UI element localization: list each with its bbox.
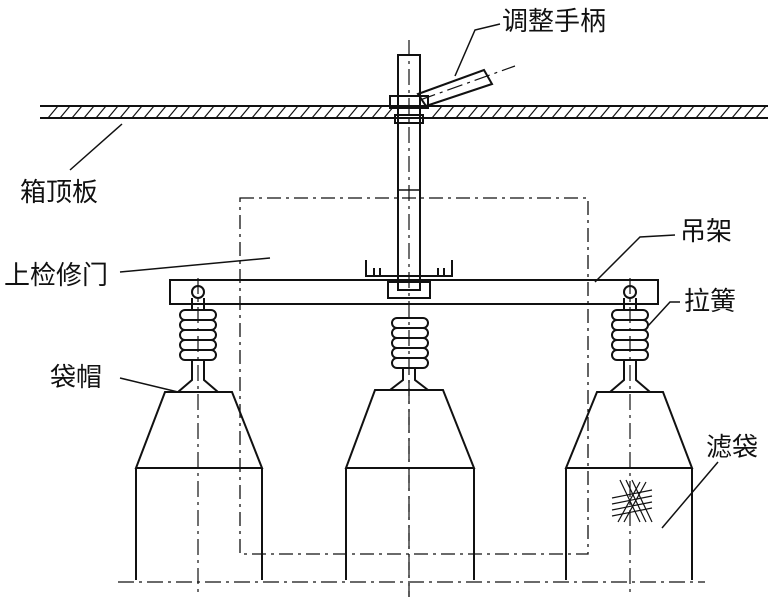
roof-hatch-line	[455, 105, 467, 119]
roof-hatch-line	[299, 105, 311, 119]
roof-hatch-line	[743, 105, 755, 119]
roof-hatch-line	[551, 105, 563, 119]
roof-hatch-line	[755, 105, 767, 119]
roof-hatch-line	[491, 105, 503, 119]
roof-hatch-line	[515, 105, 527, 119]
roof-hatch-line	[575, 105, 587, 119]
label-adjusting-handle: 调整手柄	[502, 7, 606, 37]
adjusting-handle	[416, 65, 516, 108]
roof-hatch-line	[683, 105, 695, 119]
spring-left	[179, 298, 217, 361]
roof-hatch-line	[467, 105, 479, 119]
inspection-door-outline	[239, 197, 589, 555]
roof-hatch-line	[359, 105, 371, 119]
roof-hatch-line	[59, 105, 71, 119]
roof-hatch-line	[143, 105, 155, 119]
roof-hatch-line	[275, 105, 287, 119]
roof-hatch-line	[263, 105, 275, 119]
roof-hatch-line	[695, 105, 707, 119]
label-hanger: 吊架	[680, 217, 732, 247]
roof-hatch-line	[239, 105, 251, 119]
roof-hatch-line	[539, 105, 551, 119]
roof-hatch-line	[215, 105, 227, 119]
roof-hatch-line	[671, 105, 683, 119]
roof-hatch-line	[587, 105, 599, 119]
roof-hatch-line	[563, 105, 575, 119]
roof-hatch-line	[659, 105, 671, 119]
roof-hatch-line	[503, 105, 515, 119]
roof-hatch-line	[611, 105, 623, 119]
roof-hatch-line	[731, 105, 743, 119]
roof-hatch-line	[707, 105, 719, 119]
roof-hatch-line	[635, 105, 647, 119]
roof-hatch-line	[95, 105, 107, 119]
spring-center	[391, 317, 429, 369]
roof-hatch-line	[203, 105, 215, 119]
roof-hatch-line	[719, 105, 731, 119]
roof-hatch-line	[227, 105, 239, 119]
roof-hatch-line	[479, 105, 491, 119]
roof-hatch-line	[131, 105, 143, 119]
roof-hatching	[47, 105, 767, 119]
leader-lines	[69, 23, 719, 529]
spring-right	[611, 298, 649, 361]
roof-hatch-line	[371, 105, 383, 119]
roof-hatch-line	[155, 105, 167, 119]
bag-assembly-center	[344, 317, 476, 597]
roof-hatch-line	[443, 105, 455, 119]
bag-assembly-left	[134, 278, 264, 597]
hanger-clip	[365, 260, 453, 299]
roof-hatch-line	[107, 105, 119, 119]
roof-plate	[40, 105, 768, 119]
roof-hatch-line	[83, 105, 95, 119]
label-inspection-door: 上检修门	[4, 261, 108, 291]
roof-hatch-line	[251, 105, 263, 119]
roof-hatch-line	[191, 105, 203, 119]
roof-hatch-line	[527, 105, 539, 119]
bag-assembly-right	[564, 278, 694, 597]
roof-hatch-line	[323, 105, 335, 119]
roof-hatch-line	[347, 105, 359, 119]
label-filter-bag: 滤袋	[706, 433, 758, 463]
roof-hatch-line	[119, 105, 131, 119]
bag-mesh-hatch	[611, 479, 653, 523]
roof-hatch-line	[71, 105, 83, 119]
roof-hatch-line	[647, 105, 659, 119]
roof-hatch-line	[623, 105, 635, 119]
label-tension-spring: 拉簧	[684, 287, 736, 317]
label-bag-cap: 袋帽	[50, 363, 102, 393]
roof-hatch-line	[167, 105, 179, 119]
label-roof-plate: 箱顶板	[20, 178, 98, 208]
roof-hatch-line	[179, 105, 191, 119]
roof-hatch-line	[47, 105, 59, 119]
roof-hatch-line	[431, 105, 443, 119]
roof-hatch-line	[311, 105, 323, 119]
roof-hatch-line	[335, 105, 347, 119]
hanger-beam	[169, 279, 659, 305]
roof-hatch-line	[287, 105, 299, 119]
roof-hatch-line	[599, 105, 611, 119]
